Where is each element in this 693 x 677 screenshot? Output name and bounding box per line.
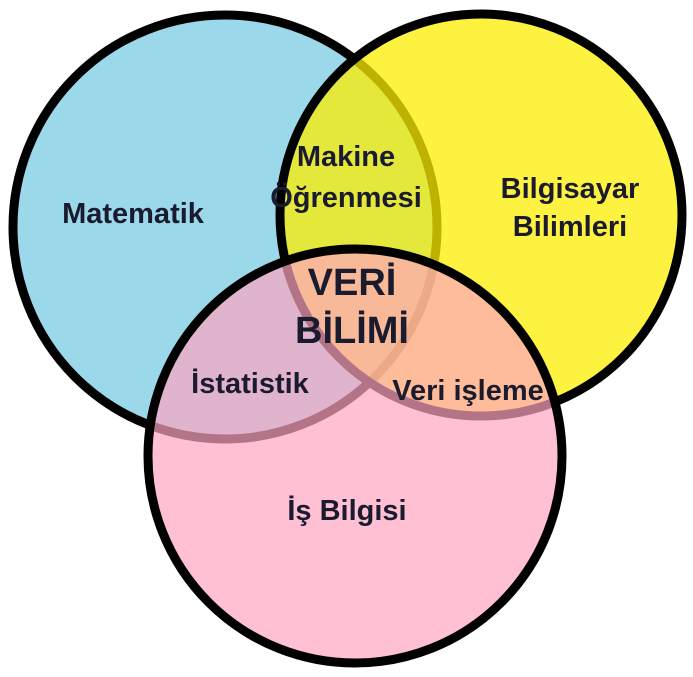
veri-bilimi-label-line2: BİLİMİ	[295, 310, 409, 352]
matematik-label: Matematik	[62, 198, 205, 230]
makine-ogrenmesi-label-line2: Öğrenmesi	[270, 181, 422, 214]
is-bilgisi-label: İş Bilgisi	[287, 495, 406, 527]
bilgisayar-label-line1: Bilgisayar	[501, 173, 640, 205]
makine-ogrenmesi-label-line1: Makine	[297, 141, 395, 173]
veri-isleme-label: Veri işleme	[392, 375, 544, 407]
bilgisayar-label-line2: Bilimleri	[513, 211, 627, 243]
veri-bilimi-label-line1: VERİ	[308, 262, 397, 304]
is-bilgisi-circle	[143, 244, 567, 668]
istatistik-label: İstatistik	[191, 368, 310, 400]
